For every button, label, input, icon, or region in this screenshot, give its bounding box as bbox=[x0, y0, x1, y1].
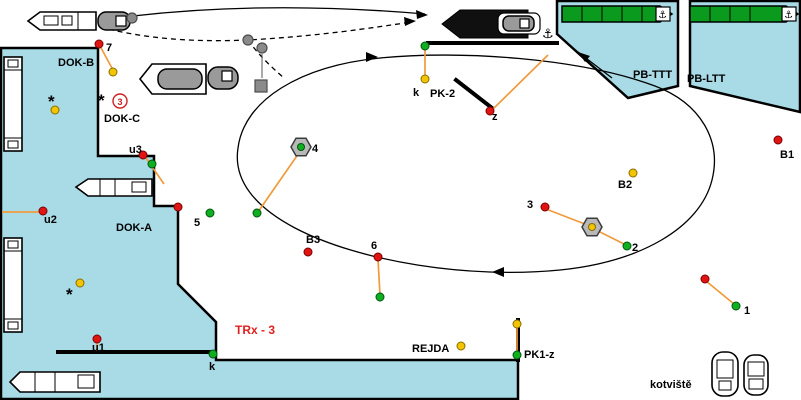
route-top-solid bbox=[132, 7, 426, 17]
label-dok-c: DOK-C bbox=[104, 113, 140, 125]
buoys-green bbox=[147, 41, 741, 360]
breakwater-pk2 bbox=[453, 77, 495, 111]
label-pk2: PK-2 bbox=[430, 88, 455, 100]
label-k-top: k bbox=[413, 87, 420, 99]
vessel-barge-doka[interactable] bbox=[74, 178, 153, 197]
anchorage-boat-2[interactable] bbox=[743, 354, 769, 396]
buoys-red bbox=[38, 39, 783, 344]
anchor-icon: ⚓ bbox=[784, 10, 793, 21]
vessel-tanker-black[interactable] bbox=[441, 9, 541, 39]
vessel-cargo-topleft[interactable] bbox=[26, 11, 97, 31]
label-wp7: 7 bbox=[106, 42, 112, 54]
label-k-bottom: k bbox=[209, 361, 216, 373]
status-trx: TRx - 3 bbox=[235, 323, 275, 337]
mooring-square-gray bbox=[254, 79, 268, 93]
label-pk1z: PK1-z bbox=[524, 349, 555, 361]
water-basin-pb-ttt bbox=[555, 0, 680, 100]
label-kotviste: kotviště bbox=[650, 379, 692, 391]
hex-beacon-23 bbox=[581, 217, 603, 237]
label-b1: B1 bbox=[780, 149, 794, 161]
anchor-icon: ⚓ bbox=[542, 27, 554, 42]
water-left-harbor bbox=[0, 46, 520, 400]
arrow-loop-top bbox=[366, 52, 378, 62]
label-u1: u1 bbox=[92, 342, 105, 354]
asterisk-mark: * bbox=[98, 91, 105, 110]
label-dok-b: DOK-B bbox=[58, 57, 94, 69]
hex-beacon-4 bbox=[290, 137, 312, 157]
label-b3: B3 bbox=[306, 234, 320, 246]
label-wp4: 4 bbox=[312, 143, 319, 155]
arrow-top-solid bbox=[416, 10, 428, 19]
label-wp6: 6 bbox=[371, 240, 377, 252]
label-pb-ttt: PB-TTT bbox=[633, 69, 672, 81]
floating-dock-upper[interactable] bbox=[3, 56, 23, 152]
arrow-loop-bottom bbox=[492, 267, 504, 277]
vessel-tug-topleft[interactable] bbox=[97, 11, 131, 31]
water-basin-pb-ltt bbox=[688, 0, 801, 114]
mooring-dot-gray bbox=[242, 34, 254, 46]
buoys-yellow bbox=[50, 67, 638, 351]
label-wp1: 1 bbox=[744, 305, 750, 317]
label-u3: u3 bbox=[129, 144, 142, 156]
vessel-dokc[interactable] bbox=[138, 63, 207, 95]
svg-text:3: 3 bbox=[117, 97, 122, 107]
asterisk-mark: * bbox=[66, 285, 73, 304]
label-wp5: 5 bbox=[194, 217, 200, 229]
label-dok-a: DOK-A bbox=[116, 222, 152, 234]
vessel-tug-dokc[interactable] bbox=[207, 66, 239, 90]
vessel-green-pbltt[interactable]: ⚓ bbox=[689, 5, 800, 23]
arrow-to-pbttt bbox=[578, 52, 590, 62]
label-z: z bbox=[492, 111, 498, 123]
label-b2: B2 bbox=[618, 179, 632, 191]
label-u2: u2 bbox=[44, 214, 57, 226]
anchorage-boat-1[interactable] bbox=[711, 351, 739, 397]
vessel-barge-bottomleft[interactable] bbox=[8, 371, 101, 393]
arrow-top-dashed bbox=[404, 17, 416, 26]
label-wp3: 3 bbox=[527, 199, 533, 211]
label-rejda: REJDA bbox=[412, 343, 449, 355]
asterisk-mark: * bbox=[48, 92, 55, 111]
vessel-green-pbttt[interactable]: ⚓ bbox=[561, 5, 674, 23]
mooring-dot-gray bbox=[126, 12, 138, 24]
route-top-dashed bbox=[99, 21, 413, 42]
mooring-dot-gray bbox=[256, 42, 268, 54]
route-loop bbox=[236, 54, 716, 274]
label-wp2: 2 bbox=[632, 242, 638, 254]
dock-badge-3: 3 bbox=[112, 93, 128, 109]
anchor-icon: ⚓ bbox=[658, 10, 667, 21]
label-pb-ltt: PB-LTT bbox=[687, 73, 726, 85]
floating-dock-lower[interactable] bbox=[3, 237, 23, 333]
